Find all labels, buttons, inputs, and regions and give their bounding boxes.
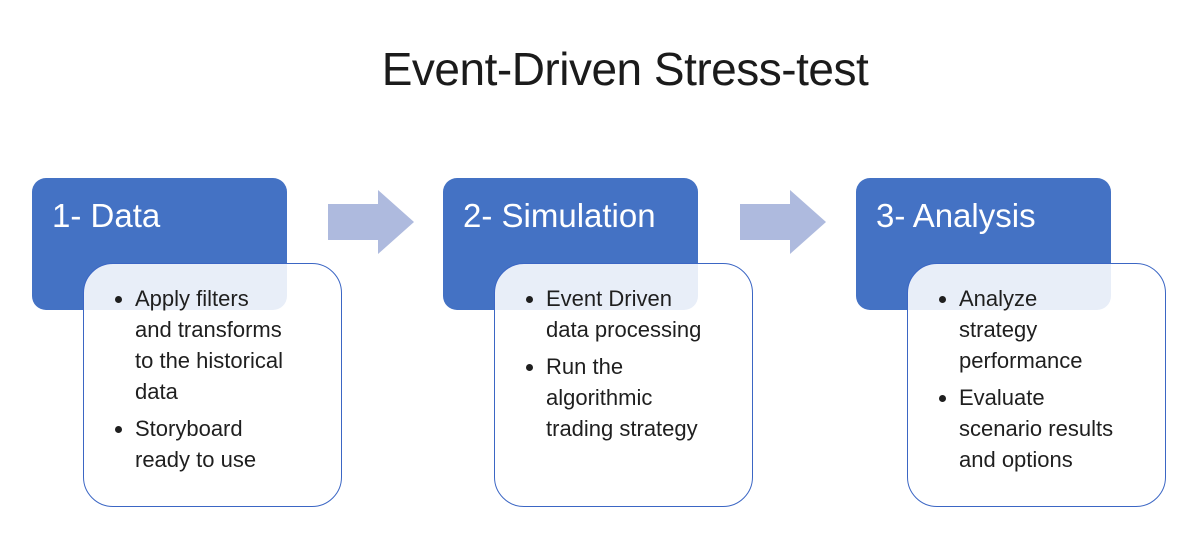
diagram-title: Event-Driven Stress-test [381,43,869,95]
step-group-simulation: 2- Simulation Event Driven data processi… [443,178,755,508]
bullet-item: Storyboard ready to use [135,413,291,475]
step-card-simulation: Event Driven data processing Run the alg… [494,263,753,507]
flow-arrow-icon [740,190,826,254]
step-header-label: 1- Data [52,197,161,234]
bullet-item: Evaluate scenario results and options [959,382,1115,475]
flow-arrow-shape [740,190,826,254]
flow-arrow-icon [328,190,414,254]
step-header-label: 3- Analysis [876,197,1036,234]
step-card-data: Apply filters and transforms to the hist… [83,263,342,507]
bullet-list: Event Driven data processing Run the alg… [512,283,752,444]
step-card-analysis: Analyze strategy performance Evaluate sc… [907,263,1166,507]
bullet-item: Analyze strategy performance [959,283,1115,376]
bullet-item: Apply filters and transforms to the hist… [135,283,291,407]
step-group-data: 1- Data Apply filters and transforms to … [32,178,344,508]
step-group-analysis: 3- Analysis Analyze strategy performance… [856,178,1168,508]
flow-arrow-shape [328,190,414,254]
bullet-list: Apply filters and transforms to the hist… [101,283,341,475]
bullet-list: Analyze strategy performance Evaluate sc… [925,283,1165,475]
bullet-item: Event Driven data processing [546,283,702,345]
bullet-item: Run the algorithmic trading strategy [546,351,702,444]
step-header-label: 2- Simulation [463,197,656,234]
